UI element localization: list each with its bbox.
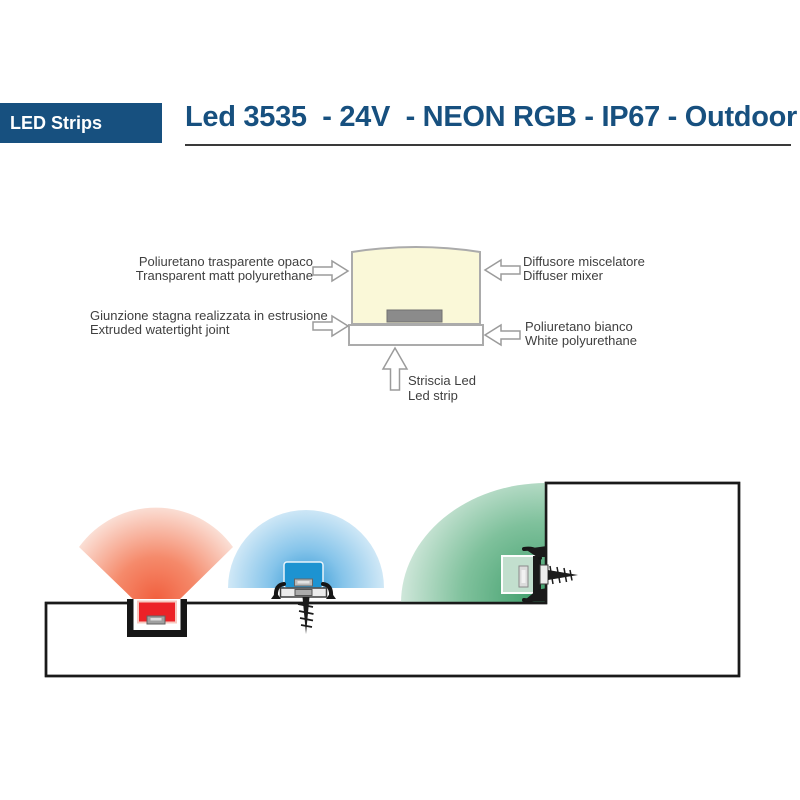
led-strips-badge: LED Strips xyxy=(0,103,162,143)
recessed-mounting xyxy=(127,599,187,637)
clip-base-wedge xyxy=(523,588,547,602)
arrow-left-icon xyxy=(483,258,521,282)
base-connector xyxy=(294,589,313,596)
label-diffuser-mixer: Diffusore miscelatore Diffuser mixer xyxy=(523,255,645,282)
arrow-left-icon xyxy=(483,323,521,347)
screw-head xyxy=(539,564,549,585)
arrow-right-icon xyxy=(312,314,350,338)
clip-top-wedge xyxy=(525,546,547,557)
connector-slot xyxy=(297,581,310,584)
clip-mounting xyxy=(271,561,336,634)
title-underline xyxy=(185,144,791,146)
screw-threads xyxy=(297,603,314,628)
label-line: Led strip xyxy=(408,388,458,403)
cross-section-diagram xyxy=(312,246,521,391)
label-line: Diffusore miscelatore xyxy=(523,254,645,269)
connector-slot xyxy=(150,618,162,621)
arrow-up-icon xyxy=(381,346,409,391)
connector-slot xyxy=(521,570,526,583)
label-line: Diffuser mixer xyxy=(523,267,603,283)
arrow-right-icon xyxy=(312,259,350,283)
label-line: Striscia Led xyxy=(408,373,476,388)
installation-diagram xyxy=(44,481,741,678)
label-watertight-joint: Giunzione stagna realizzata in estrusion… xyxy=(90,309,328,336)
label-line: Poliuretano bianco xyxy=(525,319,633,334)
screw xyxy=(548,570,578,580)
wall-clip-plate xyxy=(533,556,541,594)
clip-foot-left xyxy=(271,592,281,599)
label-transparent-polyurethane: Poliuretano trasparente opaco Transparen… xyxy=(136,255,313,282)
screw-threads xyxy=(549,565,573,585)
red-light-cone xyxy=(79,507,233,602)
led-bar xyxy=(386,309,443,323)
strip-body xyxy=(351,246,481,325)
blue-light-dome xyxy=(228,510,384,588)
label-line: Extruded watertight joint xyxy=(90,321,230,337)
label-white-polyurethane: Poliuretano bianco White polyurethane xyxy=(525,320,637,347)
clip-foot-right xyxy=(326,592,336,599)
label-line: White polyurethane xyxy=(525,332,638,348)
label-led-strip: Striscia Led Led strip xyxy=(408,373,476,403)
ground-profile-outline xyxy=(44,481,741,678)
label-line: Giunzione stagna realizzata in estrusion… xyxy=(90,308,328,323)
page-title: Led 3535 - 24V - NEON RGB - IP67 - Outdo… xyxy=(185,101,798,133)
label-line: Poliuretano trasparente opaco xyxy=(138,254,313,269)
label-line: Transparent matt polyurethane xyxy=(135,267,313,283)
white-polyurethane-base xyxy=(348,324,484,346)
wall-mounting xyxy=(501,546,578,603)
